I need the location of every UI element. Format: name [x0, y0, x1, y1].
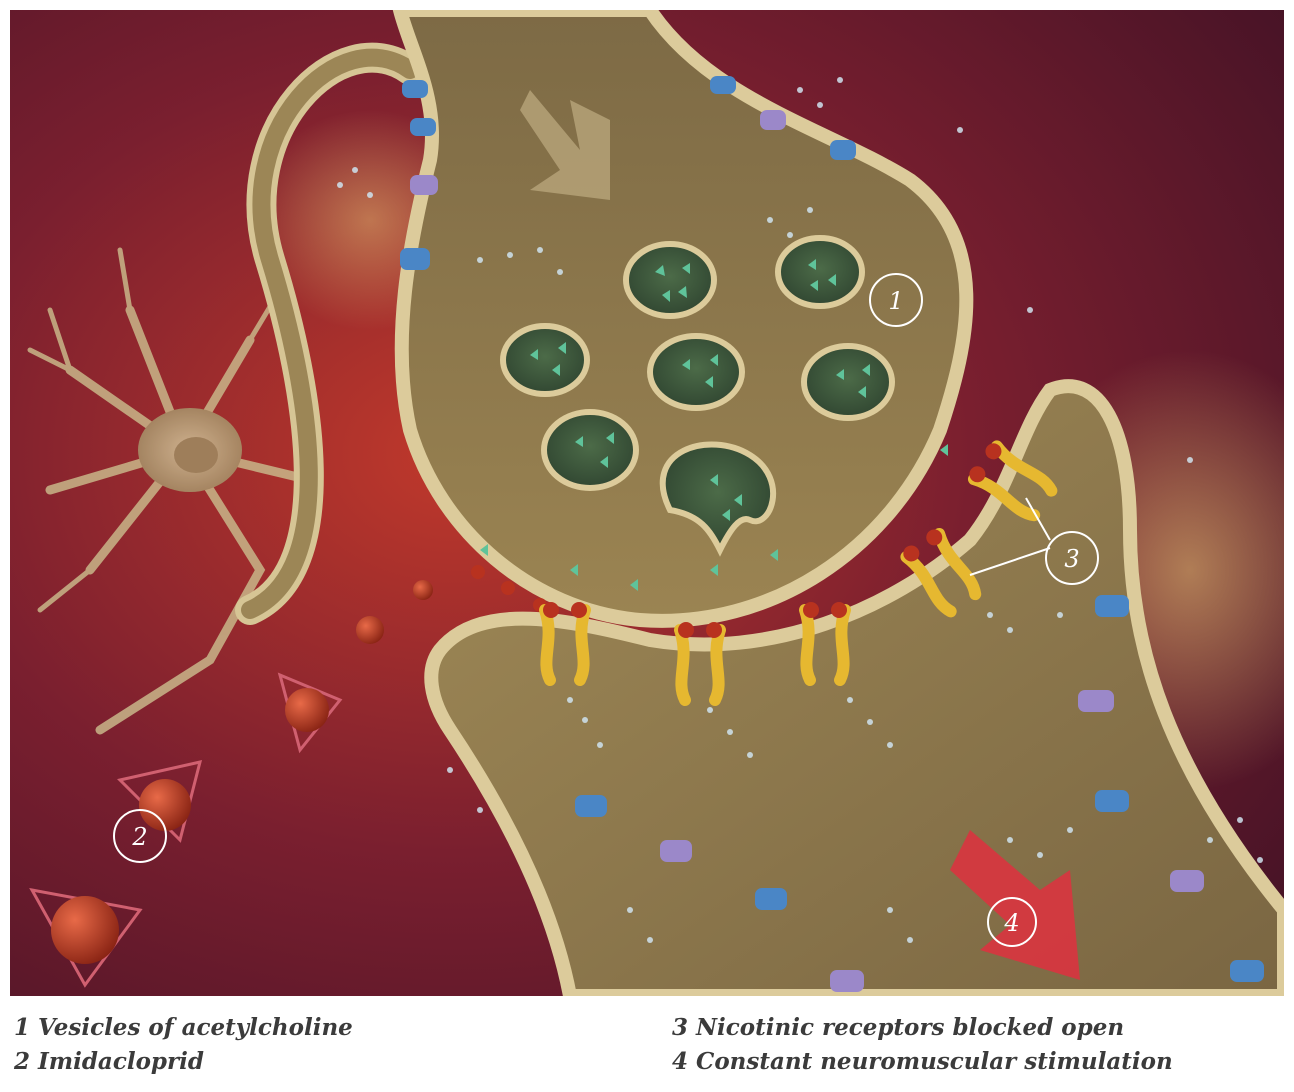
vesicle	[541, 409, 639, 491]
synapse-illustration: 1 2 3 4	[10, 10, 1284, 996]
marker-label: 1	[888, 287, 903, 315]
marker-1: 1	[869, 273, 923, 327]
imidacloprid-small	[501, 581, 515, 595]
marker-2: 2	[113, 809, 167, 863]
nicotinic-receptor	[900, 527, 982, 618]
nicotinic-receptor	[674, 622, 726, 706]
nicotinic-receptor	[799, 602, 851, 686]
vesicle-fusing	[659, 441, 777, 557]
imidacloprid-small	[471, 565, 485, 579]
vesicle	[623, 241, 717, 319]
legend-item: 3 Nicotinic receptors blocked open	[672, 1014, 1125, 1041]
callout-line	[1025, 497, 1051, 541]
axon-inner	[241, 48, 419, 619]
legend-item: 1 Vesicles of acetylcholine	[14, 1014, 353, 1041]
imidacloprid-molecule	[413, 580, 433, 600]
callout-line	[969, 547, 1051, 576]
ion-channel	[402, 80, 428, 98]
vesicle	[801, 343, 895, 421]
signal-arrow	[520, 90, 610, 200]
ion-channel	[1230, 960, 1264, 982]
ion-channel	[660, 840, 692, 862]
ion-channel	[1095, 595, 1129, 617]
vesicle-group	[500, 235, 895, 557]
marker-label: 3	[1064, 545, 1079, 573]
marker-label: 2	[131, 823, 147, 851]
ion-channel	[410, 118, 436, 136]
acetylcholine-particles	[480, 259, 948, 591]
ion-channel	[400, 248, 430, 270]
nicotinic-receptors	[539, 440, 1058, 706]
vesicle	[500, 323, 590, 397]
imidacloprid-molecule	[356, 616, 384, 644]
marker-3: 3	[1045, 531, 1099, 585]
ion-channel	[830, 970, 864, 992]
ion-channel	[830, 140, 856, 160]
imidacloprid-molecule	[277, 672, 343, 754]
ion-channel	[760, 110, 786, 130]
imidacloprid-molecules	[29, 565, 547, 988]
ion-channel	[410, 175, 438, 195]
neuron-cell	[27, 247, 315, 735]
postsynaptic-membrane	[424, 379, 1284, 996]
marker-4: 4	[987, 897, 1037, 947]
vesicle	[775, 235, 865, 309]
ion-channel	[1170, 870, 1204, 892]
nicotinic-receptor	[539, 602, 591, 686]
ion-particles	[337, 77, 1263, 943]
imidacloprid-molecule	[29, 887, 143, 988]
ion-channel	[575, 795, 607, 817]
ion-channel	[1078, 690, 1114, 712]
nicotinic-receptor	[967, 440, 1058, 522]
marker-label: 4	[1003, 909, 1019, 937]
ion-channel	[710, 76, 736, 94]
ion-channel	[755, 888, 787, 910]
vesicle	[647, 333, 745, 411]
legend-item: 4 Constant neuromuscular stimulation	[672, 1048, 1173, 1075]
ion-channel	[1095, 790, 1129, 812]
imidacloprid-molecule	[117, 759, 203, 843]
legend-item: 2 Imidacloprid	[14, 1048, 204, 1075]
ion-channels	[400, 76, 1264, 992]
stimulation-arrow	[950, 830, 1080, 980]
